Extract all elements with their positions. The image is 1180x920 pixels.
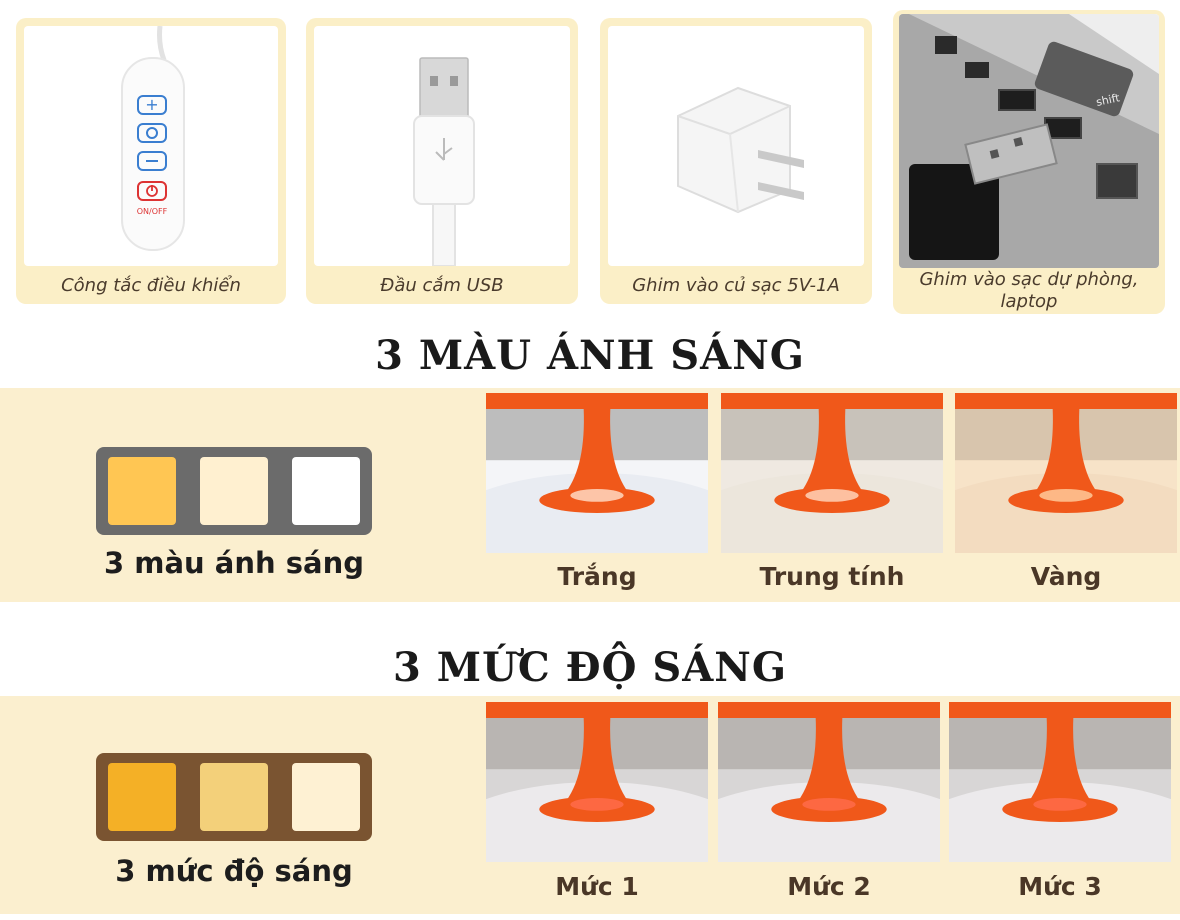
accessory-card-usb: Đầu cắm USB [306, 18, 578, 304]
swatch-level-3 [292, 763, 360, 831]
accessory-card-charger: Ghim vào củ sạc 5V-1A [600, 18, 872, 304]
photo-caption: Mức 3 [1018, 872, 1102, 901]
on-off-label: ON/OFF [137, 207, 168, 216]
photo-caption: Vàng [1030, 562, 1102, 591]
color-swatch-group [96, 447, 372, 535]
accessory-caption: Đầu cắm USB [380, 275, 504, 297]
svg-text:shift: shift [1095, 91, 1122, 109]
swatch-neutral [200, 457, 268, 525]
lamp-photo-white [486, 393, 708, 553]
lamp-photo-neutral [721, 393, 943, 553]
photo-caption: Mức 1 [555, 872, 639, 901]
swatch-warm [108, 457, 176, 525]
lamp-photo-level-3 [949, 702, 1171, 862]
lamp-photo-level-2 [718, 702, 940, 862]
accessory-caption: Ghim vào củ sạc 5V-1A [632, 275, 840, 297]
lamp-photo-level-1 [486, 702, 708, 862]
section-title-colors: 3 MÀU ÁNH SÁNG [375, 332, 805, 379]
levels-label: 3 mức độ sáng [115, 854, 353, 888]
swatch-level-2 [200, 763, 268, 831]
laptop-usb-port-icon: shift [899, 14, 1159, 268]
photo-caption: Trung tính [759, 562, 905, 591]
photo-caption: Mức 2 [787, 872, 871, 901]
accessory-card-switch: + ON/OFF Công tắc điều khiển [16, 18, 286, 304]
swatch-white [292, 457, 360, 525]
wall-charger-icon [608, 26, 864, 266]
swatch-level-1 [108, 763, 176, 831]
switch-controller-icon: + ON/OFF [24, 26, 278, 266]
usb-plug-icon [314, 26, 570, 266]
accessory-caption: Công tắc điều khiển [61, 275, 241, 297]
colors-label: 3 màu ánh sáng [104, 546, 364, 580]
photo-caption: Trắng [557, 562, 637, 591]
section-title-levels: 3 MỨC ĐỘ SÁNG [392, 644, 788, 691]
lamp-photo-warm [955, 393, 1177, 553]
accessory-card-laptop: shift Ghim vào sạc dự phòng, laptop [893, 10, 1165, 314]
level-swatch-group [96, 753, 372, 841]
svg-text:+: + [145, 95, 158, 114]
accessory-caption: Ghim vào sạc dự phòng, laptop [919, 269, 1139, 312]
